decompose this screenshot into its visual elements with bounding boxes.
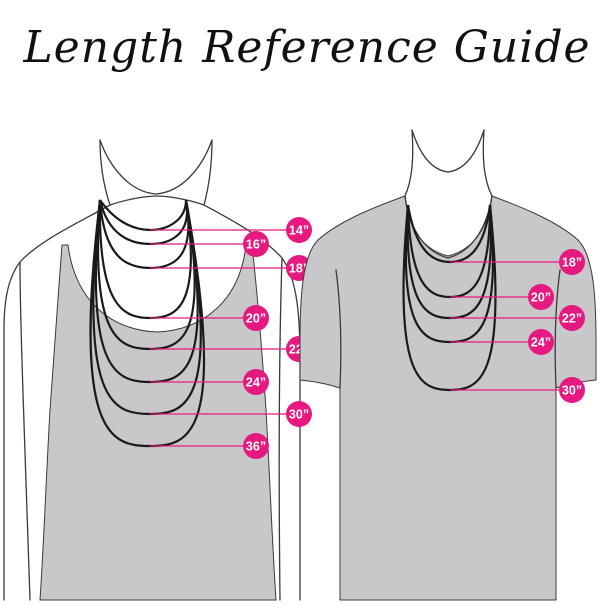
woman-length-markers: 14”16”18”20”22”24”30”36”: [150, 217, 312, 459]
woman-length-label-20: 20”: [246, 312, 266, 326]
man-tshirt: [299, 195, 597, 601]
woman-length-label-14: 14”: [289, 224, 309, 238]
woman-neck: [109, 195, 205, 206]
woman-figure: [3, 139, 301, 601]
woman-length-badge-20: [243, 305, 269, 331]
woman-length-label-36: 36”: [246, 440, 266, 454]
man-length-badge-24: [528, 329, 554, 355]
man-length-badge-20: [528, 284, 554, 310]
man-length-markers: 18” 20” 22” 24” 30”: [450, 249, 585, 403]
man-length-badge-22: [559, 305, 585, 331]
man-length-label-30: 30”: [562, 384, 582, 398]
page-title: Length Reference Guide: [22, 22, 590, 73]
woman-length-label-24: 24”: [246, 376, 266, 390]
woman-tank-top: [39, 244, 277, 601]
woman-necklace-18: [98, 199, 190, 270]
woman-length-badge-36: [243, 433, 269, 459]
woman-length-badge-24: [243, 369, 269, 395]
man-figure: [299, 129, 597, 601]
woman-arm-lines: [19, 257, 283, 601]
man-chin: [411, 129, 485, 173]
man-neck: [404, 129, 493, 197]
woman-length-badge-14: [286, 217, 312, 243]
man-length-label-24: 24”: [531, 336, 551, 350]
woman-length-badge-30: [286, 401, 312, 427]
woman-chin: [99, 139, 213, 195]
woman-length-label-30: 30”: [289, 408, 309, 422]
man-length-badge-18: [559, 249, 585, 275]
man-length-label-20: 20”: [531, 291, 551, 305]
man-length-label-18: 18”: [562, 256, 582, 270]
man-length-label-22: 22”: [562, 312, 582, 326]
woman-length-badge-16: [243, 231, 269, 257]
woman-length-label-16: 16”: [246, 238, 266, 252]
man-sleeve-lines: [335, 269, 561, 389]
man-length-badge-30: [559, 377, 585, 403]
